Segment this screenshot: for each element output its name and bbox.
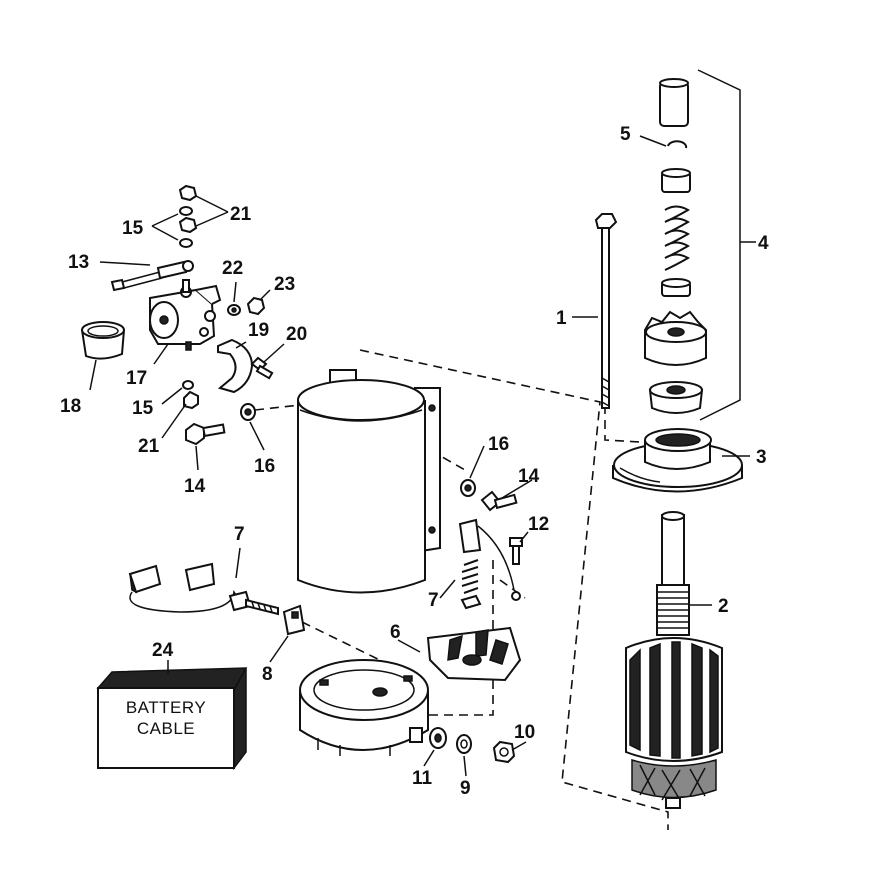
commutator-end-cap — [299, 659, 429, 756]
callout-17: 17 — [126, 368, 147, 389]
callout-9: 9 — [460, 778, 471, 799]
callout-14-right: 14 — [518, 466, 540, 487]
bracket-19 — [217, 338, 254, 394]
spring-washer — [661, 278, 691, 297]
retaining-ring — [667, 140, 688, 149]
through-bolt — [594, 213, 618, 409]
callout-labels: 1 2 3 4 5 6 7 7 8 9 10 11 12 13 14 14 15… — [60, 124, 769, 799]
terminal-block — [282, 604, 306, 636]
leader-lines — [89, 135, 756, 777]
drive-end-cap — [612, 428, 743, 493]
gear-stop — [648, 381, 704, 414]
callout-7-right: 7 — [428, 590, 439, 611]
drive-cap — [659, 78, 689, 127]
starter-frame — [297, 369, 441, 594]
callout-5: 5 — [620, 124, 631, 145]
callout-1: 1 — [556, 308, 567, 329]
pinion-gear — [644, 310, 707, 366]
callout-21-bottom: 21 — [138, 436, 160, 457]
washer-16-left — [240, 403, 256, 421]
callout-16-right: 16 — [488, 434, 509, 455]
battery-cable-box: BATTERY CABLE — [96, 667, 248, 771]
cable-13 — [110, 260, 194, 292]
callout-24: 24 — [152, 640, 174, 661]
callout-3: 3 — [756, 447, 767, 468]
boot-18 — [80, 321, 126, 360]
solenoid — [149, 279, 222, 351]
nut-10 — [492, 740, 516, 764]
assembly-dashed-lines — [254, 349, 669, 830]
brush-set-right — [458, 518, 521, 610]
bolt-14-left — [185, 422, 226, 446]
washer-11 — [429, 727, 447, 749]
callout-19: 19 — [248, 320, 269, 341]
nut-23 — [246, 296, 266, 316]
drive-assembly-bracket — [697, 69, 741, 421]
callout-8: 8 — [262, 664, 273, 685]
washer-16-right — [460, 479, 476, 497]
drive-spring — [664, 205, 690, 271]
battery-label-line2: CABLE — [137, 719, 195, 738]
callout-15-bottom: 15 — [132, 398, 154, 419]
battery-label-line1: BATTERY — [126, 698, 206, 717]
callout-23: 23 — [274, 274, 295, 295]
callout-6: 6 — [390, 622, 401, 643]
bolt-14-right — [480, 490, 518, 512]
brush-plate — [426, 626, 522, 682]
washer-9 — [456, 734, 472, 754]
screw-12 — [509, 537, 523, 565]
washer-22 — [227, 304, 241, 316]
screw-20 — [250, 356, 274, 380]
callout-4: 4 — [758, 233, 769, 254]
callout-20: 20 — [286, 324, 307, 345]
callout-13: 13 — [68, 252, 89, 273]
brush-set-left — [128, 562, 279, 616]
callout-12: 12 — [528, 514, 549, 535]
callout-18: 18 — [60, 396, 81, 417]
callout-21-top: 21 — [230, 204, 252, 225]
callout-2: 2 — [718, 596, 729, 617]
drive-collar — [661, 168, 691, 193]
callout-16-left: 16 — [254, 456, 275, 477]
callout-10: 10 — [514, 722, 535, 743]
callout-11: 11 — [412, 768, 433, 789]
callout-7-left: 7 — [234, 524, 245, 545]
armature — [625, 511, 723, 809]
nut-stack — [178, 184, 198, 248]
callout-14-left: 14 — [184, 476, 206, 497]
callout-15-top: 15 — [122, 218, 144, 239]
callout-22: 22 — [222, 258, 243, 279]
